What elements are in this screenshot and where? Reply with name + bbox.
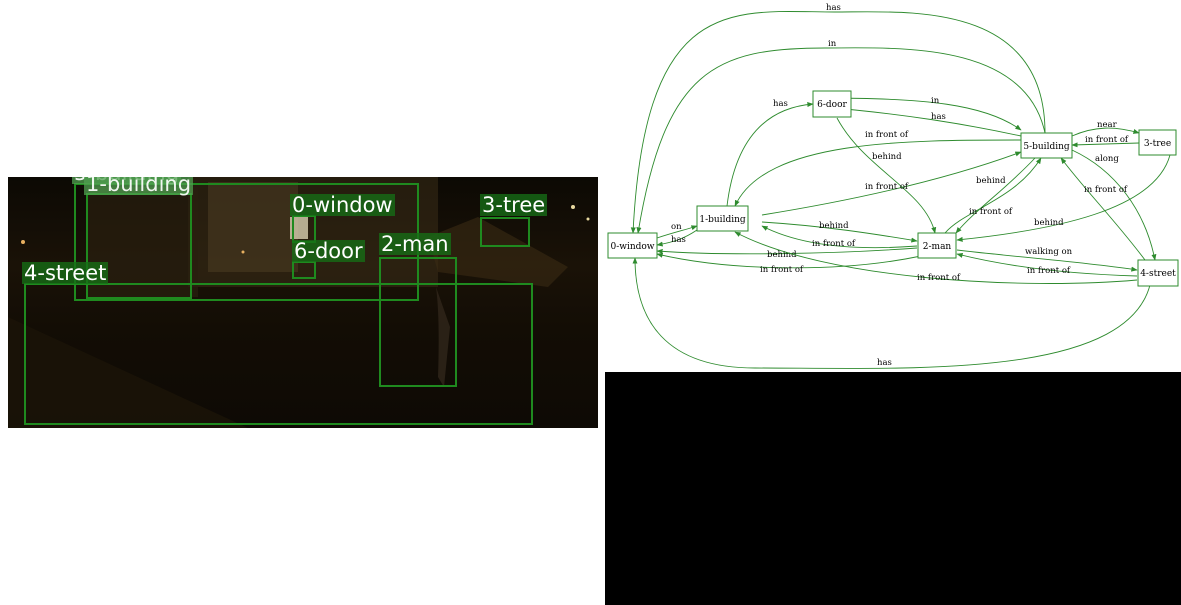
edge-5-building-0-window-has xyxy=(630,11,1046,234)
node-label-1-building: 1-building xyxy=(699,215,746,225)
node-6-door: 6-door xyxy=(812,90,852,118)
bbox-2-man xyxy=(379,257,457,387)
edge-0-window-1-building-on xyxy=(656,225,698,239)
node-2-man: 2-man xyxy=(917,232,957,259)
bbox-label-0-window: 0-window xyxy=(290,193,395,217)
bbox-label-2-man: 2-man xyxy=(379,232,451,256)
edge-2-man-5-building-in-front-of xyxy=(944,157,1042,234)
edge-3-tree-5-building-in-front-of xyxy=(1071,142,1140,148)
edge-5-building-4-street-along xyxy=(1071,149,1157,261)
node-0-window: 0-window xyxy=(607,232,658,259)
edge-label-5-building-0-window-has: has xyxy=(826,3,841,13)
node-label-2-man: 2-man xyxy=(923,242,952,252)
edge-4-street-5-building-in-front-of xyxy=(1060,157,1146,261)
edge-2-man-1-building-in-front-of xyxy=(761,225,918,249)
edge-label-4-street-2-man-in-front-of: in front of xyxy=(1027,266,1071,276)
bbox-4-street xyxy=(24,283,533,425)
edge-label-1-building-0-window-has: has xyxy=(671,235,686,245)
edge-label-5-building-0-window-in: in xyxy=(828,39,837,49)
edge-2-man-4-street-walking-on xyxy=(956,249,1138,272)
edge-6-door-2-man-behind xyxy=(836,117,937,234)
edge-label-5-building-6-door-has: has xyxy=(931,112,946,122)
edge-label-4-street-1-building-in-front-of: in front of xyxy=(917,273,961,283)
bbox-3-tree xyxy=(480,217,530,247)
node-label-0-window: 0-window xyxy=(610,242,654,252)
edge-1-building-0-window-has xyxy=(656,229,698,247)
edge-label-5-building-4-street-along: along xyxy=(1095,154,1119,164)
edge-label-2-man-5-building-in-front-of: in front of xyxy=(969,207,1013,217)
node-label-4-street: 4-street xyxy=(1140,269,1176,279)
edge-5-building-3-tree-near xyxy=(1071,127,1140,137)
node-4-street: 4-street xyxy=(1137,259,1179,287)
bbox-6-door xyxy=(292,261,316,279)
edge-label-0-window-1-building-on: on xyxy=(671,222,682,232)
node-5-building: 5-building xyxy=(1020,132,1073,159)
node-label-5-building: 5-building xyxy=(1023,142,1070,152)
blank-panel xyxy=(605,372,1181,605)
scene-image: 5-building 1-building 0-window 3-tree 6-… xyxy=(8,177,598,428)
edge-label-2-man-4-street-walking-on: walking on xyxy=(1025,247,1073,257)
edge-4-street-2-man-in-front-of xyxy=(956,252,1138,277)
edge-4-street-0-window-has xyxy=(632,257,1151,369)
node-label-3-tree: 3-tree xyxy=(1144,139,1171,149)
edge-label-5-building-2-man-behind: behind xyxy=(976,176,1006,186)
bbox-label-6-door: 6-door xyxy=(292,239,365,263)
edge-2-man-0-window-in-front-of xyxy=(656,252,922,269)
node-label-6-door: 6-door xyxy=(817,100,847,110)
node-3-tree: 3-tree xyxy=(1138,129,1177,156)
edge-label-1-building-5-building-in-front-of: in front of xyxy=(865,182,909,192)
edge-1-building-6-door-has xyxy=(726,101,814,207)
edge-2-man-0-window-behind xyxy=(656,247,918,255)
edge-1-building-2-man-behind xyxy=(761,221,918,243)
edge-label-1-building-6-door-has: has xyxy=(773,99,788,109)
edge-5-building-1-building-in-front-of xyxy=(734,139,1022,207)
edge-4-street-1-building-in-front-of xyxy=(734,231,1138,284)
edge-label-3-tree-2-man-behind: behind xyxy=(1034,218,1064,228)
edge-5-building-6-door-has xyxy=(822,104,1022,137)
bbox-label-4-street: 4-street xyxy=(22,261,109,285)
edge-3-tree-2-man-behind xyxy=(956,154,1171,242)
edge-label-2-man-0-window-behind: behind xyxy=(767,250,797,260)
edge-label-6-door-5-building-in: in xyxy=(931,96,940,106)
edge-label-5-building-3-tree-near: near xyxy=(1097,120,1118,130)
edge-label-4-street-0-window-has: has xyxy=(877,358,892,368)
edge-label-2-man-0-window-in-front-of: in front of xyxy=(760,265,804,275)
edge-label-5-building-1-building-in-front-of: in front of xyxy=(865,130,909,140)
edge-6-door-5-building-in xyxy=(822,97,1022,131)
edge-5-building-2-man-behind xyxy=(955,157,1036,234)
edge-label-2-man-1-building-in-front-of: in front of xyxy=(812,239,856,249)
bbox-label-3-tree: 3-tree xyxy=(480,193,548,217)
edge-5-building-0-window-in xyxy=(636,47,1046,234)
edge-label-6-door-2-man-behind: behind xyxy=(872,152,902,162)
scene-graph: has in has in has near in front of in fr… xyxy=(607,3,1179,369)
edge-label-1-building-2-man-behind: behind xyxy=(819,221,849,231)
edge-label-4-street-5-building-in-front-of: in front of xyxy=(1084,185,1128,195)
edge-label-3-tree-5-building-in-front-of: in front of xyxy=(1085,135,1129,145)
edge-1-building-5-building-in-front-of xyxy=(761,151,1022,216)
bbox-label-1-building: 1-building xyxy=(84,177,194,195)
node-1-building: 1-building xyxy=(696,205,749,232)
